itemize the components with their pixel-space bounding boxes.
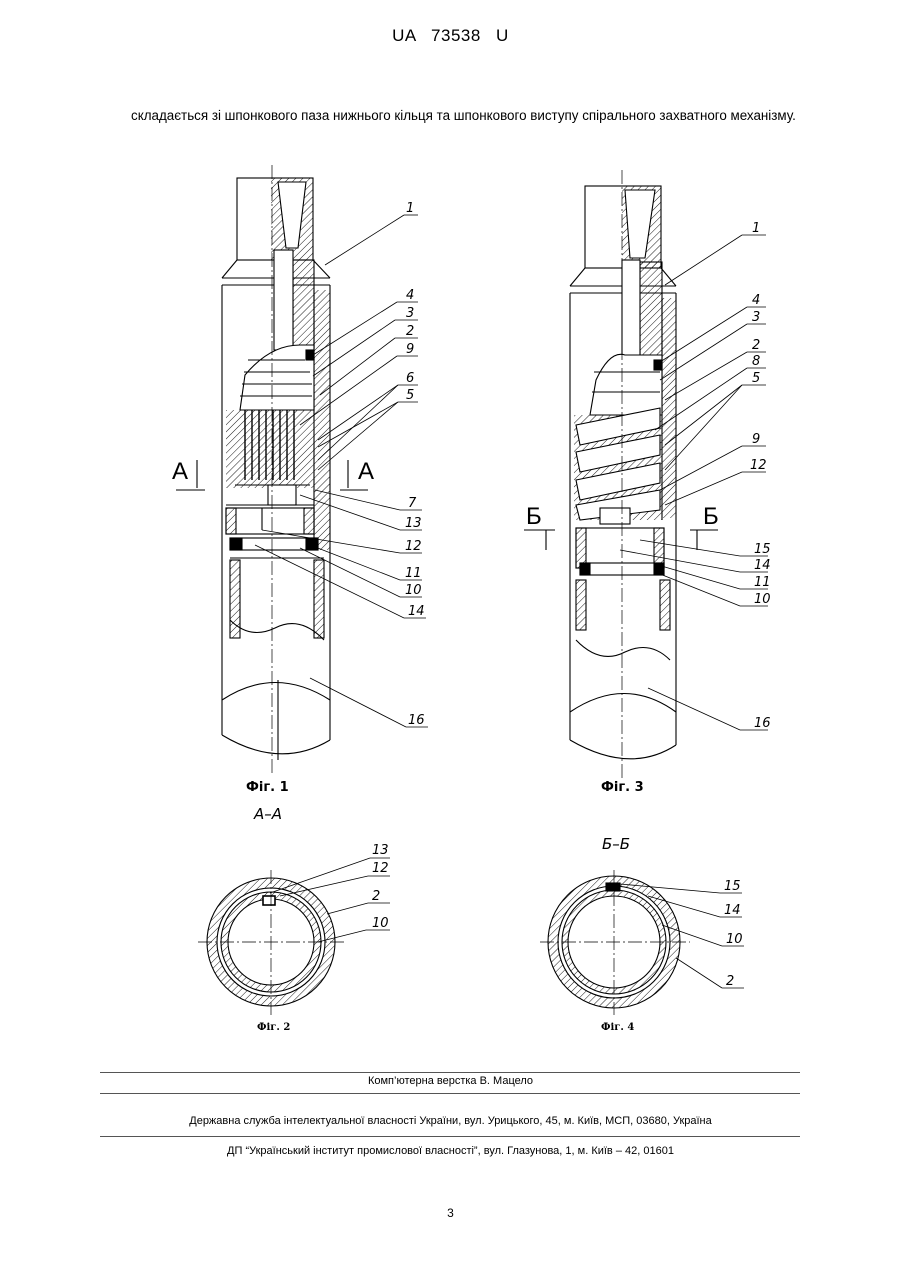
fig4-caption: Фіг. 4 [601, 1022, 634, 1033]
figure-3 [524, 170, 768, 778]
footer-institute: ДП “Український інститут промислової вла… [0, 1145, 901, 1157]
fig3-caption: Фіг. 3 [601, 780, 644, 795]
fig3-label: 10 [754, 592, 771, 607]
fig1-label: 11 [405, 566, 422, 581]
fig1-label: 14 [408, 604, 425, 619]
fig2-label: 13 [372, 843, 389, 858]
fig4-label: 14 [724, 903, 741, 918]
fig1-label: 9 [406, 342, 414, 357]
fig3-label: 9 [752, 432, 760, 447]
fig3-label: 16 [754, 716, 771, 731]
fig1-label: 6 [406, 371, 414, 386]
figure-1 [176, 165, 428, 775]
page-number: 3 [0, 1206, 901, 1220]
footer-office: Державна служба інтелектуальної власност… [0, 1115, 901, 1127]
figure-2 [198, 858, 390, 1015]
fig3-label: 5 [752, 371, 760, 386]
fig2-label: 2 [372, 889, 380, 904]
fig2-label: 10 [372, 916, 389, 931]
fig3-label: 12 [750, 458, 767, 473]
fig3-label: 14 [754, 558, 771, 573]
fig2-section-title: А–А [253, 805, 282, 823]
fig1-label: 2 [406, 324, 414, 339]
footer-typeset: Комп’ютерна верстка В. Мацело [0, 1075, 901, 1087]
fig1-label: 10 [405, 583, 422, 598]
fig3-label: 3 [752, 310, 760, 325]
footer-rule [100, 1093, 800, 1094]
fig3-label: 1 [752, 221, 760, 236]
fig1-caption: Фіг. 1 [246, 780, 289, 795]
fig4-label: 2 [726, 974, 734, 989]
fig3-label: 8 [752, 354, 760, 369]
footer-rule [100, 1072, 800, 1073]
fig3-label: 2 [752, 338, 760, 353]
fig3-label: 4 [752, 293, 760, 308]
fig1-label: 7 [408, 496, 417, 511]
fig3-label: 11 [754, 575, 771, 590]
fig1-label: 4 [406, 288, 414, 303]
fig1-label: 13 [405, 516, 422, 531]
fig1-label: 12 [405, 539, 422, 554]
section-mark-right: Б [703, 503, 719, 530]
fig2-label: 12 [372, 861, 389, 876]
section-mark-right: А [358, 458, 374, 485]
fig3-label: 15 [754, 542, 771, 557]
fig1-label: 3 [406, 306, 414, 321]
fig1-label: 16 [408, 713, 425, 728]
section-mark-left: А [172, 458, 188, 485]
fig4-section-title: Б–Б [602, 835, 630, 853]
figure-4 [540, 870, 744, 1015]
fig1-label: 1 [406, 201, 414, 216]
fig1-label: 5 [406, 388, 414, 403]
fig4-label: 10 [726, 932, 743, 947]
fig4-label: 15 [724, 879, 741, 894]
footer-rule [100, 1136, 800, 1137]
section-mark-left: Б [526, 503, 542, 530]
fig2-caption: Фіг. 2 [257, 1022, 290, 1033]
